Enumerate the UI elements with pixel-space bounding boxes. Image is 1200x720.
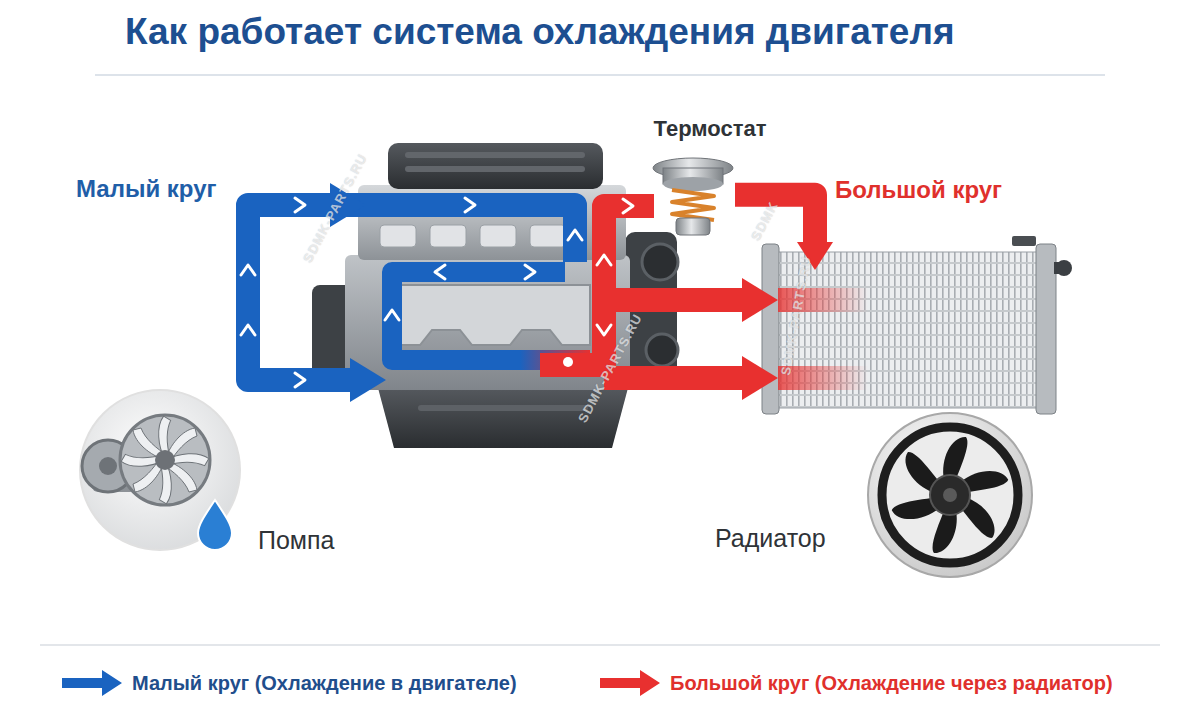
impeller-hub [155,450,175,470]
thermostat-valve [676,218,710,235]
flow-arrow [597,325,611,335]
part-name: Радиатор [715,523,826,553]
diagram-title: Как работает система охлаждения двигател… [125,10,955,54]
flow-dot [563,357,573,367]
legend-rule [40,644,1160,646]
head-port [380,225,416,247]
watermark: SDMK-PARTS.RU [300,151,371,265]
oil-pan [378,388,628,448]
legend-entry: Малый круг (Охлаждение в двигателе) [60,668,517,698]
thermostat-node: Термостат [652,158,735,236]
radiator-node: Радиатор [760,240,1060,415]
pump-node: Помпа [80,390,240,550]
flow-arrow [623,199,633,213]
pump-backdrop [80,390,240,550]
valve-cover [388,143,603,189]
fan-ring [882,427,1018,563]
flow-arrow [385,310,399,320]
thermostat-body [663,177,723,191]
coolant-band [604,366,745,390]
cylinder-outline [400,285,590,345]
flow-arrowhead [742,356,778,400]
small-circuit-flow [241,183,590,402]
flow-arrow [295,198,305,212]
legend-swatch [60,668,124,698]
engine-pulley [642,244,678,280]
pump-pulley [99,457,117,475]
fan-hub [943,488,957,502]
valve-cover-rib [405,152,585,158]
coolant-band [540,206,654,365]
flow-arrow [241,265,255,275]
legend-text: Большой круг (Охлаждение через радиатор) [670,671,1113,695]
coolant-connector [735,195,815,244]
circuit-label: Большой круг [835,176,1002,205]
head-port [530,225,566,247]
flow-arrow [525,265,535,279]
oil-pan-rib [418,405,588,411]
flow-arrow [295,373,305,387]
engine-pulley [646,334,678,366]
heat-fade [778,366,868,390]
legend-arrow [62,670,122,696]
fan-hub [930,475,970,515]
pump-illustration [80,390,240,550]
coolant-band [604,288,745,312]
heat-fade [778,288,868,312]
valve-cover-rib [405,166,585,172]
title-rule [95,74,1105,76]
legend-arrow [600,670,660,696]
part-name: Термостат [644,116,776,142]
pump-body [120,415,210,505]
watermark: SDMK-PARTS.RU [575,311,646,425]
coolant-band [392,272,565,360]
watermark: SDMK [748,199,782,244]
fan-illustration [868,413,1032,577]
radiator-cap [1012,236,1036,246]
coolant-drop [198,500,232,550]
fan-shroud [868,413,1032,577]
radiator-outlet [1056,260,1072,276]
flow-arrow [465,198,475,212]
radiator-illustration [762,236,1072,414]
flow-arrowhead [742,278,778,322]
radiator-tank [1036,244,1056,414]
radiator-tank [762,244,779,414]
flow-arrowhead [330,183,366,227]
flow-arrow [597,255,611,265]
flow-arrowhead [350,358,386,402]
flow-arrow [435,265,445,279]
radiator-core [776,252,1038,408]
head-port [430,225,466,247]
legend-text: Малый круг (Охлаждение в двигателе) [132,671,517,695]
watermark: SDMK-PARTS.RU [778,255,814,377]
part-name: Помпа [258,525,335,555]
head-port [480,225,516,247]
thermostat-illustration [653,158,733,235]
thermostat-spring [672,190,714,220]
big-circuit-flow [540,199,868,400]
flow-arrow [241,325,255,335]
circuit-label: Малый круг [76,175,217,204]
flow-arrow [568,230,582,240]
legend-swatch [598,668,662,698]
legend-entry: Большой круг (Охлаждение через радиатор) [598,668,1113,698]
